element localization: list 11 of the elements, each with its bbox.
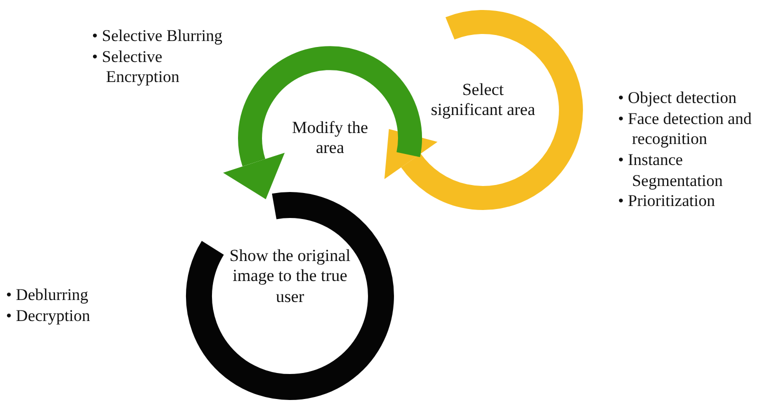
bullet-item: • Instance Segmentation <box>618 150 724 192</box>
step-label: Modify the area <box>290 118 370 159</box>
bullet-item: • Face detection and recognition <box>618 108 753 150</box>
bullet-item: • Decryption <box>6 306 92 326</box>
bullet-item: • Selective Blurring <box>92 26 224 47</box>
step-label: Select significant area <box>430 80 536 121</box>
bullet-item: • Deblurring <box>6 285 90 306</box>
bullet-item: • Object detection <box>618 88 738 109</box>
bullet-item: • Prioritization <box>618 191 716 212</box>
step-label: Show the original image to the true user <box>228 246 352 308</box>
bullet-item: • Selective Encryption <box>92 46 180 88</box>
